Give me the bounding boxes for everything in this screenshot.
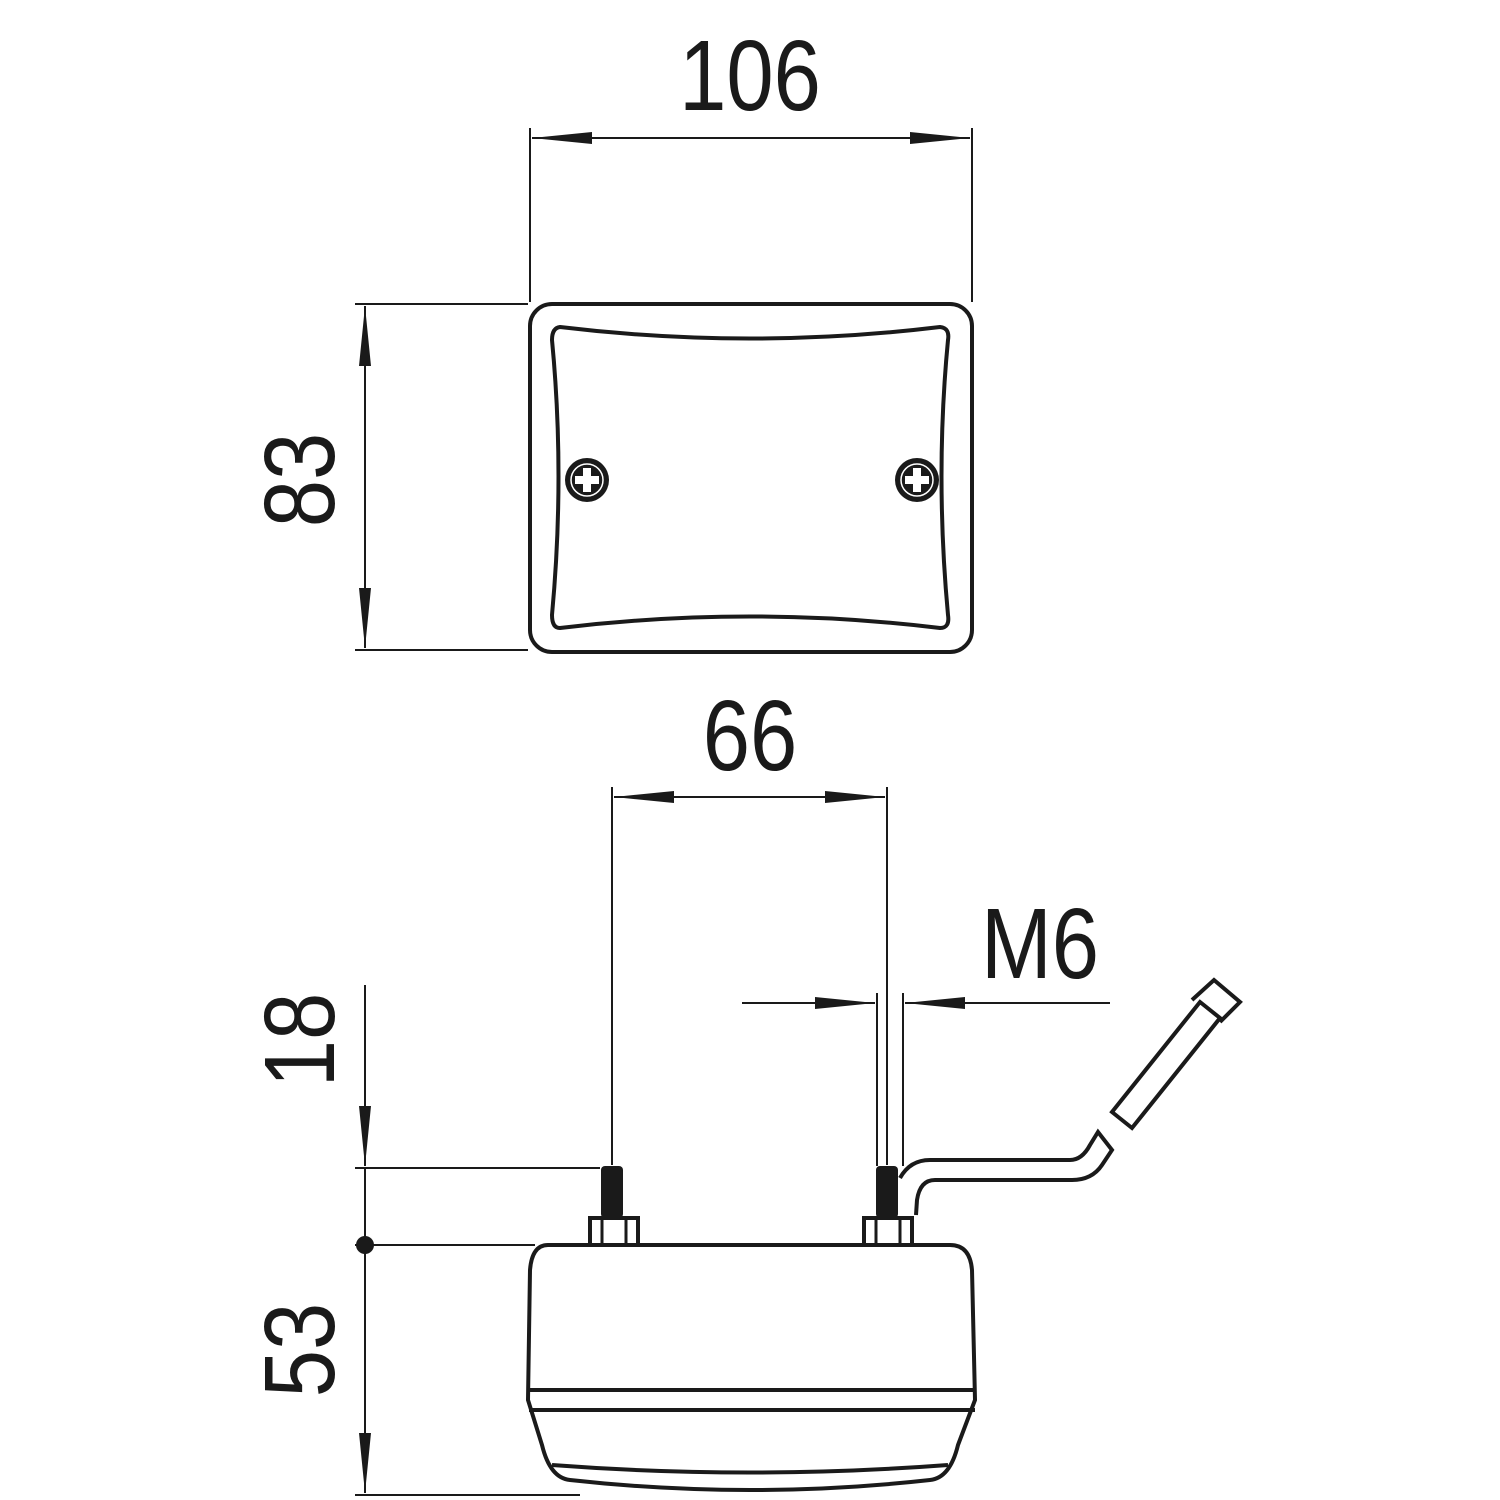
body-height-label: 53 — [243, 1303, 355, 1398]
lamp-housing-outline — [528, 302, 974, 654]
lens-outline — [549, 324, 951, 631]
cable — [898, 977, 1243, 1216]
screw-icon — [895, 458, 939, 502]
lamp-body-outline — [525, 1243, 978, 1492]
stud-height-label: 18 — [243, 993, 355, 1088]
right-stud — [862, 1166, 914, 1247]
left-stud — [588, 1166, 640, 1247]
thread-size-label: M6 — [981, 887, 1099, 999]
side-view: 66 M6 18 53 — [243, 679, 1243, 1496]
width-dimension-label: 106 — [679, 19, 821, 131]
top-view: 106 83 — [243, 19, 974, 654]
height-dimension-label: 83 — [243, 433, 355, 528]
screw-icon — [565, 458, 609, 502]
stud-spacing-label: 66 — [703, 679, 798, 791]
